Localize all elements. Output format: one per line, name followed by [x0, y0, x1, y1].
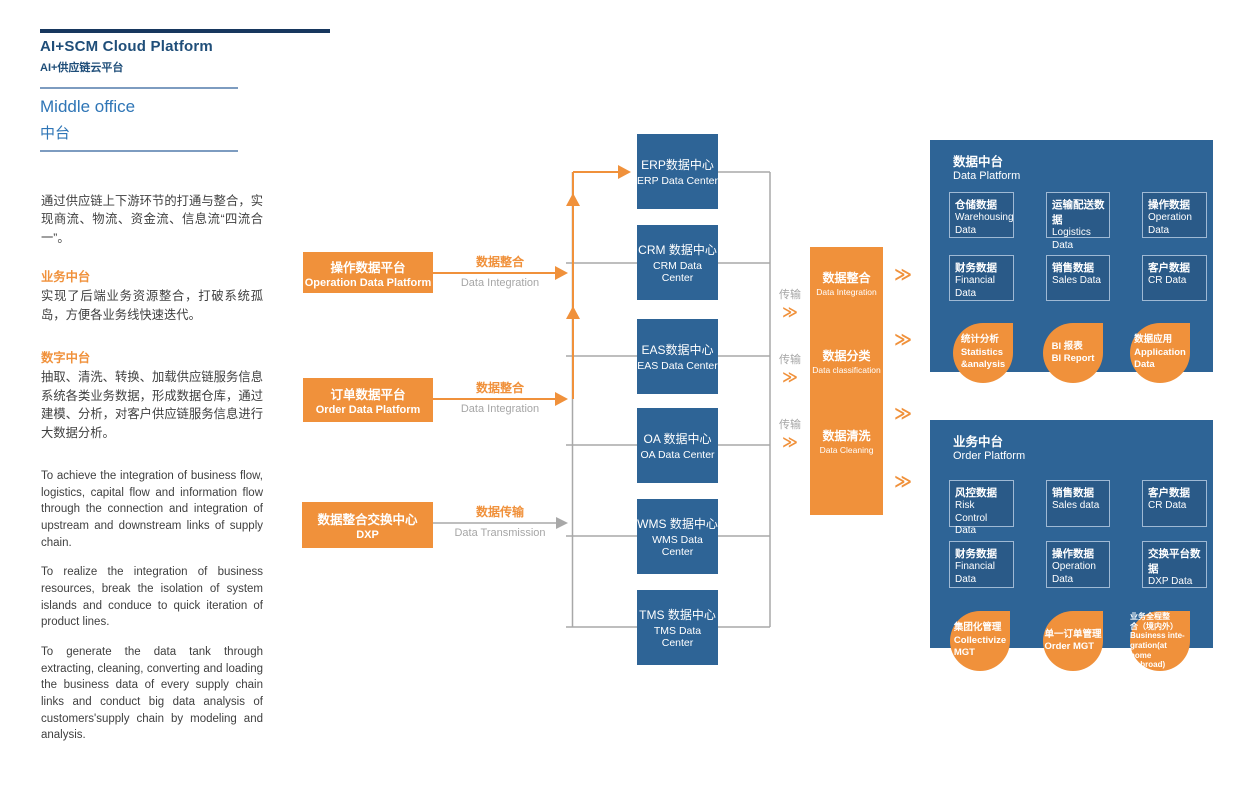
panel-title: 业务中台 Order Platform: [953, 435, 1026, 462]
node-label-en: Operation Data Platform: [304, 276, 432, 289]
node-operation-data-platform: 操作数据平台 Operation Data Platform: [303, 252, 433, 293]
node-data-pipeline: 数据整合 Data Integration 数据分类 Data classifi…: [810, 247, 883, 515]
flow-label-zh: 数据传输: [475, 505, 524, 519]
node-label-en: Order Data Platform: [315, 404, 421, 416]
pipeline-stage-integration: 数据整合 Data Integration: [816, 271, 877, 297]
flow-label-zh: 数据整合: [475, 381, 524, 395]
paragraph-en-1: To achieve the integration of business f…: [41, 469, 263, 549]
node-order-data-platform: 订单数据平台 Order Data Platform: [303, 378, 433, 422]
bubble-application-data: 数据应用 Application Data: [1130, 323, 1190, 383]
chevron-right-icon: ≫: [782, 304, 798, 321]
section-title-en: Middle office: [40, 97, 136, 116]
bubble-business-integration: 业务全程整 合（境内外） Business inte- gration(at h…: [1130, 611, 1190, 671]
node-dxp: 数据整合交换中心 DXP: [302, 502, 433, 548]
pipeline-stage-classification: 数据分类 Data classification: [812, 349, 881, 375]
node-label-zh: 数据整合交换中心: [317, 513, 418, 527]
page-subtitle: AI+供应链云平台: [40, 62, 124, 74]
heading-business-middle-office: 业务中台: [41, 270, 91, 285]
intro-paragraph-zh: 通过供应链上下游环节的打通与整合，实现商流、物流、资金流、信息流“四流合一”。: [41, 194, 263, 245]
divider-top: [40, 87, 238, 89]
paragraph-en-3: To generate the data tank through extrac…: [41, 645, 263, 742]
bubble-bi-report: BI 报表 BI Report: [1043, 323, 1103, 383]
paragraph-en-2: To realize the integration of business r…: [41, 566, 263, 629]
bubble-statistics-analysis: 统计分析 Statistics &analysis: [953, 323, 1013, 383]
body-business-middle-office: 实现了后端业务资源整合，打破系统孤岛，方便各业务线快速迭代。: [41, 289, 263, 322]
transfer-label: 传输 ≫: [773, 286, 807, 320]
heading-digital-middle-office: 数字中台: [41, 351, 91, 366]
chevron-right-icon: ≫: [894, 472, 912, 491]
header-accent-bar: [40, 29, 330, 33]
node-label-zh: 操作数据平台: [330, 260, 406, 275]
pipeline-stage-cleaning: 数据清洗 Data Cleaning: [819, 429, 874, 455]
panel-title: 数据中台 Data Platform: [953, 155, 1021, 182]
node-label-en: DXP: [356, 529, 379, 541]
page-title: AI+SCM Cloud Platform: [40, 38, 213, 55]
description-column: 通过供应链上下游环节的打通与整合，实现商流、物流、资金流、信息流“四流合一”。 …: [41, 192, 263, 757]
body-digital-middle-office: 抽取、清洗、转换、加载供应链服务信息系统各类业务数据，形成数据仓库，通过建模、分…: [41, 370, 263, 440]
chevron-right-icon: ≫: [894, 265, 912, 284]
flow-label-en: Data Integration: [460, 403, 540, 415]
flow-label-en: Data Transmission: [454, 527, 546, 539]
chevron-right-icon: ≫: [894, 330, 912, 349]
section-title-zh: 中台: [40, 125, 71, 142]
node-label-zh: 订单数据平台: [330, 388, 406, 402]
chevron-right-icon: ≫: [782, 434, 798, 451]
divider-bottom: [40, 150, 238, 152]
flow-label-en: Data Integration: [460, 277, 540, 289]
chevron-right-icon: ≫: [894, 404, 912, 423]
bubble-order-mgt: 单一订单管理 Order MGT: [1043, 611, 1103, 671]
transfer-label: 传输 ≫: [773, 351, 807, 385]
flow-label-zh: 数据整合: [475, 255, 524, 269]
bubble-collectivize-mgt: 集团化管理 Collectivize MGT: [950, 611, 1010, 671]
transfer-label: 传输 ≫: [773, 416, 807, 450]
chevron-right-icon: ≫: [782, 369, 798, 386]
